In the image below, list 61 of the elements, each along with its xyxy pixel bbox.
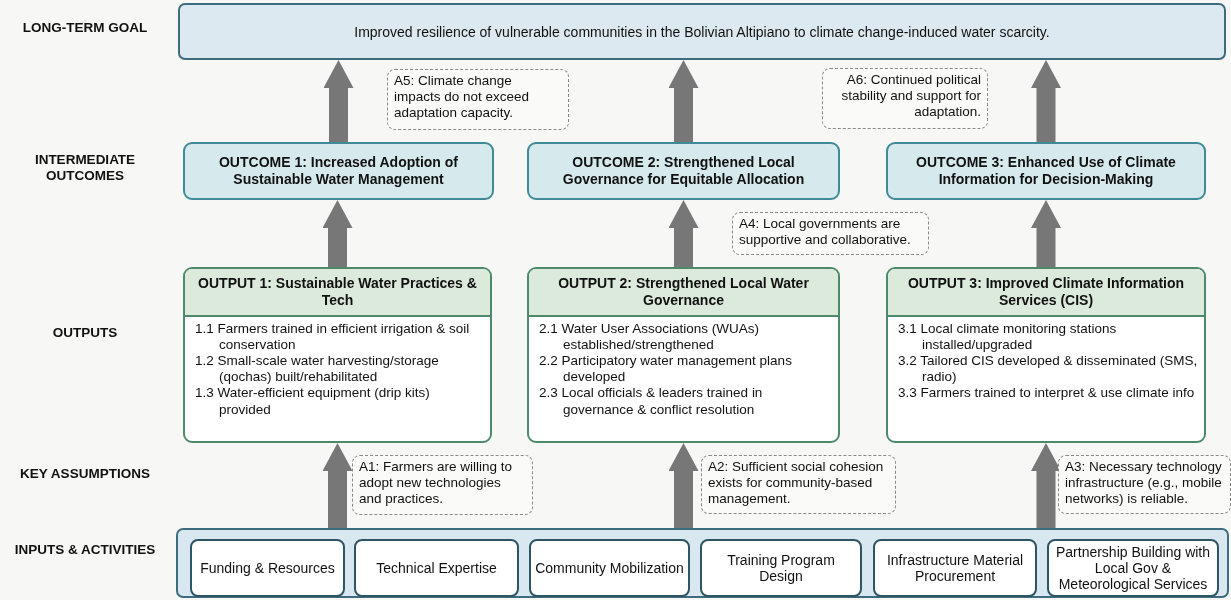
arrow (322, 200, 353, 267)
assumption-box (387, 69, 569, 130)
assumption-text: A3: Necessary technology infrastructure (e.g., mobile networks) is reliable. (1065, 459, 1223, 507)
activity-box (354, 539, 519, 597)
arrow (1031, 60, 1061, 142)
assumption-box (352, 455, 533, 515)
outcome-text: OUTCOME 3: Enhanced Use of Climate Information for Decision-Making (915, 154, 1177, 188)
row-label: INPUTS & ACTIVITIES (13, 542, 157, 559)
activity-text: Technical Expertise (376, 559, 497, 577)
arrow (323, 60, 354, 142)
activity-box (700, 539, 862, 597)
outcome-box (183, 142, 494, 200)
output-item: 2.3 Local officials & leaders trained in governance & conflict resolution (538, 385, 764, 418)
row-label: OUTPUTS (51, 325, 119, 342)
output-heading: OUTPUT 2: Strengthened Local Water Governance (529, 269, 838, 317)
assumption-text: A5: Climate change impacts do not exceed adaptation capacity. (394, 73, 531, 121)
arrow (322, 443, 353, 528)
row-label: KEY ASSUMPTIONS (19, 466, 151, 483)
activity-box (873, 539, 1037, 597)
output-heading: OUTPUT 1: Sustainable Water Practices & Tech (185, 269, 490, 317)
arrow (1031, 200, 1061, 267)
activity-box (1047, 539, 1219, 597)
arrow (668, 443, 699, 528)
goal-text: Improved resilience of vulnerable communities in the Bolivian Altipiano to climate change-induced water scarcity. (354, 23, 1050, 40)
assumption-box (822, 68, 988, 129)
activity-text: Training Program Design (726, 551, 836, 585)
outcome-text: OUTCOME 1: Increased Adoption of Sustainable Water Management (217, 154, 459, 188)
assumption-text: A6: Continued political stability and support for adaptation. (840, 72, 981, 120)
assumption-box (1058, 455, 1231, 514)
row-label: INTERMEDIATE OUTCOMES (33, 152, 137, 185)
output-heading: OUTPUT 3: Improved Climate Information Services (CIS) (888, 269, 1204, 317)
outcome-box (886, 142, 1206, 200)
activity-box (529, 539, 690, 597)
activity-text: Funding & Resources (200, 559, 335, 577)
output-item: 1.2 Small-scale water harvesting/storage (qochas) built/rehabilitated (194, 352, 440, 386)
output-item: 3.2 Tailored CIS developed & disseminated (SMS, radio) (897, 352, 1198, 386)
assumption-box (701, 455, 896, 514)
outcome-box (527, 142, 840, 200)
output-item: 1.3 Water-efficient equipment (drip kits) provided (194, 385, 431, 418)
goal-box (178, 3, 1226, 60)
output-item: 1.1 Farmers trained in efficient irrigation & soil conservation (194, 320, 471, 353)
row-label: LONG-TERM GOAL (21, 20, 149, 37)
output-item: 2.2 Participatory water management plans developed (538, 352, 793, 386)
arrow (668, 200, 699, 267)
assumption-box (732, 212, 929, 255)
activity-box (190, 539, 345, 597)
activity-text: Community Mobilization (535, 559, 684, 577)
assumption-text: A2: Sufficient social cohesion exists for community-based management. (708, 459, 885, 507)
assumption-text: A1: Farmers are willing to adopt new technologies and practices. (359, 459, 514, 507)
arrow (668, 60, 699, 142)
assumption-text: A4: Local governments are supportive and collaborative. (739, 216, 912, 248)
output-item: 2.1 Water User Associations (WUAs) established/strengthened (538, 320, 761, 353)
activity-text: Partnership Building with Local Gov & Meteorological Services (1054, 543, 1212, 593)
output-box (886, 267, 1206, 443)
output-item: 3.1 Local climate monitoring stations installed/upgraded (897, 320, 1118, 353)
output-box (183, 267, 492, 443)
activity-text: Infrastructure Material Procurement (885, 551, 1025, 585)
output-item: 3.3 Farmers trained to interpret & use climate info (897, 385, 1196, 402)
inputs-band (176, 528, 1229, 598)
outcome-text: OUTCOME 2: Strengthened Local Governance for Equitable Allocation (561, 154, 806, 188)
output-box (527, 267, 840, 443)
